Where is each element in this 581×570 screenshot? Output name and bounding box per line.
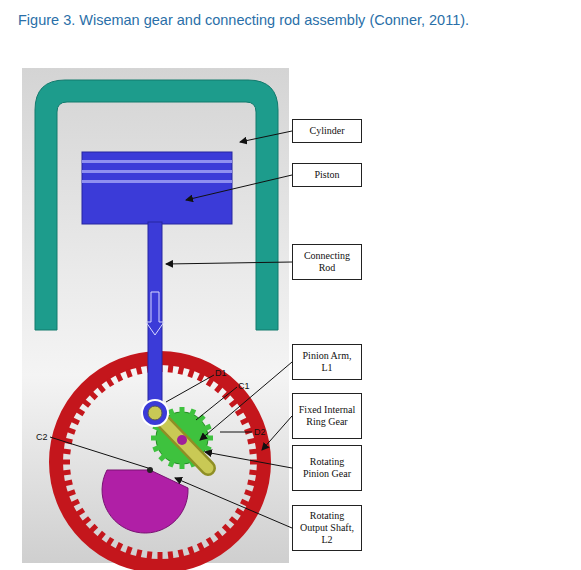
gear-tooth: [99, 385, 104, 391]
gear-tooth: [83, 401, 89, 406]
gear-tooth: [180, 550, 182, 558]
gear-tooth: [77, 510, 84, 514]
gear-tooth: [224, 526, 230, 532]
gear-tooth: [63, 449, 71, 455]
callout-text: Connecting Rod: [297, 250, 357, 274]
gear-tooth: [72, 419, 79, 422]
callout-number: C2: [36, 432, 48, 442]
callout-box: Piston: [292, 163, 362, 187]
callout-number: C1: [238, 381, 250, 391]
gear-tooth: [249, 449, 257, 455]
gear-tooth: [170, 460, 173, 466]
gear-tooth: [230, 518, 236, 523]
callout-box: Connecting Rod: [292, 244, 362, 280]
gear-tooth: [64, 482, 72, 484]
gear-tooth: [63, 470, 71, 476]
gear-tooth: [117, 543, 120, 550]
gear-tooth: [168, 365, 174, 373]
counterweight: [102, 470, 188, 533]
callout-text: Fixed Internal Ring Gear: [297, 404, 357, 428]
gear-tooth: [248, 482, 256, 484]
gear-tooth: [91, 393, 97, 399]
gear-tooth: [190, 369, 193, 377]
crank-pin: [148, 406, 162, 420]
gear-tooth: [62, 460, 70, 465]
leader-lines: [50, 131, 292, 528]
gear-tooth: [77, 410, 84, 414]
gear-tooth: [83, 518, 89, 523]
gear-tooth: [67, 430, 75, 433]
callout-box: Fixed Internal Ring Gear: [292, 393, 362, 439]
gear-tooth: [216, 385, 221, 391]
gear-tooth: [199, 543, 202, 550]
gear-tooth: [204, 447, 210, 450]
gear-tooth: [108, 538, 112, 545]
gear-tooth: [128, 369, 131, 377]
gear-tooth: [153, 447, 159, 450]
piston: [82, 152, 232, 224]
callout-text: Piston: [314, 169, 339, 181]
gear-tooth: [199, 374, 202, 381]
callout-box: Pinion Arm, L1: [292, 344, 362, 380]
connecting-rod: [148, 222, 162, 407]
gear-tooth: [108, 379, 112, 386]
gear-tooth: [128, 547, 131, 555]
gear-tooth: [99, 532, 104, 538]
gear-tooth: [208, 379, 212, 386]
pinion-pivot: [177, 435, 187, 445]
gear-tooth: [138, 366, 140, 374]
callout-box: Rotating Pinion Gear: [292, 445, 362, 491]
gear-tooth: [204, 426, 210, 429]
callout-box: Cylinder: [292, 119, 362, 143]
gear-tooth: [168, 551, 174, 559]
callout-box: Rotating Output Shaft, L2: [292, 505, 362, 551]
gear-tooth: [236, 510, 243, 514]
piston-ring: [82, 170, 232, 173]
callout-text: Cylinder: [310, 125, 345, 137]
callout-text: Rotating Output Shaft, L2: [297, 510, 357, 546]
callout-number: D1: [215, 368, 227, 378]
gear-tooth: [72, 501, 79, 504]
gear-tooth: [158, 552, 163, 560]
rod-arrow: [146, 292, 164, 335]
callout-text: Rotating Pinion Gear: [297, 456, 357, 480]
gear-tooth: [160, 455, 165, 460]
gear-tooth: [248, 440, 256, 442]
gear-tooth: [67, 492, 75, 495]
gear-tooth: [151, 436, 158, 441]
gear-tooth: [91, 526, 97, 532]
piston-ring: [82, 180, 232, 183]
figure-title: Figure 3. Wiseman gear and connecting ro…: [18, 12, 469, 28]
gear-tooth: [180, 462, 185, 469]
gear-tooth: [241, 501, 248, 504]
callout-text: Pinion Arm, L1: [297, 350, 357, 374]
gear-tooth: [138, 550, 140, 558]
gear-tooth: [216, 532, 221, 538]
gear-tooth: [208, 538, 212, 545]
gear-tooth: [230, 401, 236, 406]
gear-tooth: [249, 470, 257, 476]
gear-tooth: [245, 492, 253, 495]
gear-tooth: [236, 410, 243, 414]
gear-tooth: [117, 374, 120, 381]
piston-ring: [82, 160, 232, 163]
gear-tooth: [191, 409, 194, 415]
gear-tooth: [180, 407, 185, 414]
gear-tooth: [190, 547, 193, 555]
gear-tooth: [147, 551, 153, 559]
callout-number: D2: [254, 427, 266, 437]
gear-tooth: [170, 409, 173, 415]
gear-tooth: [206, 436, 213, 441]
crank-pin: [142, 400, 168, 426]
gear-tooth: [180, 366, 182, 374]
gear-tooth: [241, 419, 248, 422]
